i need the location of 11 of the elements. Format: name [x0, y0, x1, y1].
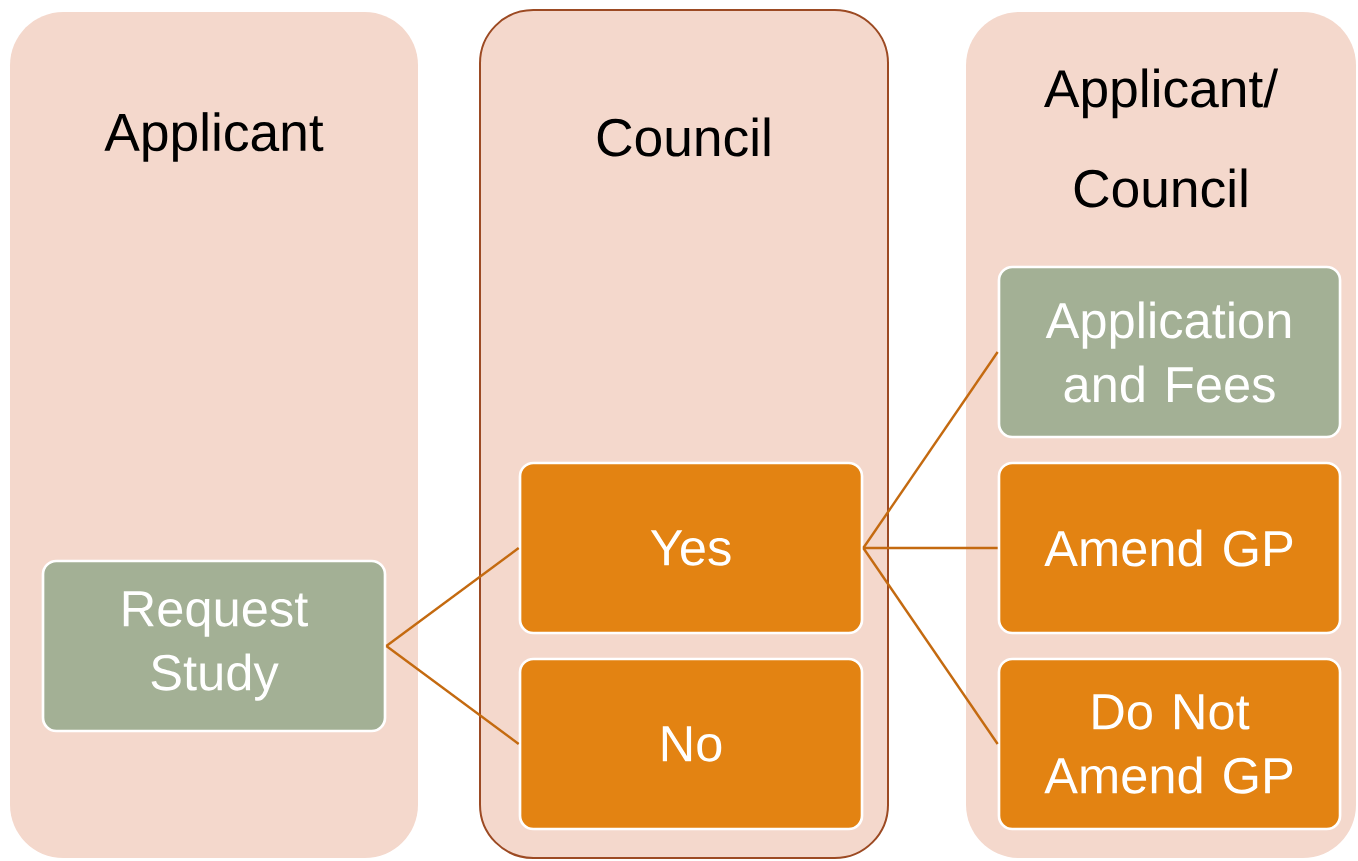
connector-line [863, 546, 998, 550]
connector-line [385, 547, 520, 647]
process-box: Request Study [41, 559, 387, 733]
process-box: Amend GP [997, 461, 1342, 635]
connector-line [862, 351, 999, 549]
process-box: Application and Fees [997, 265, 1342, 439]
process-box: No [518, 657, 864, 831]
connector-line [385, 645, 520, 745]
process-box: Do Not Amend GP [997, 657, 1342, 831]
connector-line [862, 547, 999, 745]
process-box: Yes [518, 461, 864, 635]
